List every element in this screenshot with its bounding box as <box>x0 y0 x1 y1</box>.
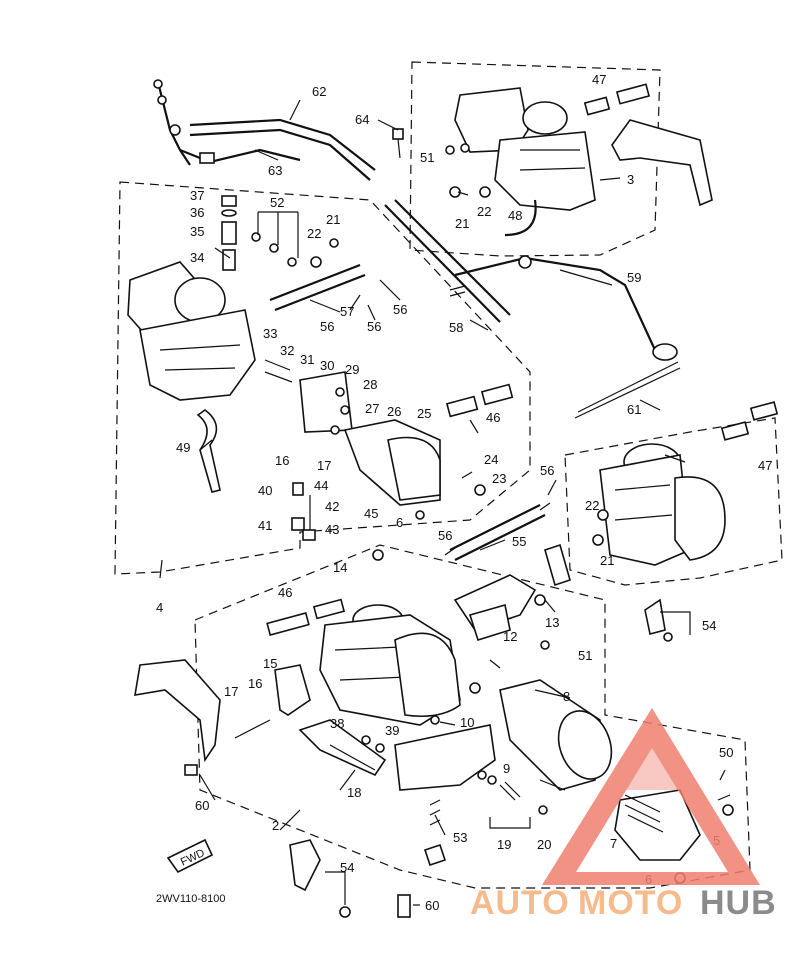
callout-15: 15 <box>263 656 277 671</box>
carburetor-middle-group <box>264 359 486 541</box>
callout-60: 60 <box>195 798 209 813</box>
callout-43: 43 <box>325 522 339 537</box>
callout-45: 45 <box>364 506 378 521</box>
callout-24: 24 <box>484 452 498 467</box>
callout-26: 26 <box>387 404 401 419</box>
callout-21: 21 <box>326 212 340 227</box>
callout-55: 55 <box>512 534 526 549</box>
fuel-hoses <box>153 79 376 181</box>
callout-6: 6 <box>396 515 403 530</box>
callout-7: 7 <box>610 836 617 851</box>
leader-lines <box>159 99 686 906</box>
watermark-auto: AUTO <box>470 884 570 922</box>
fwd-arrow-icon: FWD <box>166 838 214 874</box>
callout-12: 12 <box>503 629 517 644</box>
watermark-triangle-icon <box>542 708 760 885</box>
callout-20: 20 <box>537 837 551 852</box>
callout-17: 17 <box>224 684 238 699</box>
callout-46: 46 <box>486 410 500 425</box>
callout-56: 56 <box>367 319 381 334</box>
callout-21: 21 <box>600 553 614 568</box>
callout-29: 29 <box>345 362 359 377</box>
callout-31: 31 <box>300 352 314 367</box>
callout-23: 23 <box>492 471 506 486</box>
callout-35: 35 <box>190 224 204 239</box>
hose-pieces <box>266 383 779 636</box>
callout-10: 10 <box>460 715 474 730</box>
callout-22: 22 <box>477 204 491 219</box>
callout-41: 41 <box>258 518 272 533</box>
callout-44: 44 <box>314 478 328 493</box>
callout-39: 39 <box>385 723 399 738</box>
callout-19: 19 <box>497 837 511 852</box>
callout-30: 30 <box>320 358 334 373</box>
callout-4: 4 <box>156 600 163 615</box>
callout-48: 48 <box>508 208 522 223</box>
carburetor-top-right <box>392 87 596 237</box>
callout-56: 56 <box>540 463 554 478</box>
carburetor-left-top <box>127 195 339 493</box>
callout-56: 56 <box>393 302 407 317</box>
callout-28: 28 <box>363 377 377 392</box>
callout-37: 37 <box>190 188 204 203</box>
carburetor-lower <box>134 543 734 918</box>
callout-51: 51 <box>578 648 592 663</box>
callout-64: 64 <box>355 112 369 127</box>
callout-22: 22 <box>307 226 321 241</box>
callout-9: 9 <box>503 761 510 776</box>
callout-38: 38 <box>330 716 344 731</box>
callout-21: 21 <box>455 216 469 231</box>
callout-46: 46 <box>278 585 292 600</box>
callout-18: 18 <box>347 785 361 800</box>
callout-32: 32 <box>280 343 294 358</box>
callout-25: 25 <box>417 406 431 421</box>
callout-54: 54 <box>340 860 354 875</box>
callout-50: 50 <box>719 745 733 760</box>
callout-34: 34 <box>190 250 204 265</box>
callout-16: 16 <box>275 453 289 468</box>
watermark-moto: MOTO <box>578 884 683 922</box>
callout-56: 56 <box>438 528 452 543</box>
watermark-hub: HUB <box>700 884 777 922</box>
callout-8: 8 <box>563 689 570 704</box>
callout-27: 27 <box>365 401 379 416</box>
callout-57: 57 <box>340 304 354 319</box>
callout-3: 3 <box>627 172 634 187</box>
callout-40: 40 <box>258 483 272 498</box>
callout-13: 13 <box>545 615 559 630</box>
callout-33: 33 <box>263 326 277 341</box>
callout-63: 63 <box>268 163 282 178</box>
callout-60: 60 <box>425 898 439 913</box>
carburetor-right-middle <box>592 443 726 642</box>
callout-36: 36 <box>190 205 204 220</box>
callout-61: 61 <box>627 402 641 417</box>
callout-47: 47 <box>592 72 606 87</box>
callout-2: 2 <box>272 818 279 833</box>
callout-22: 22 <box>585 498 599 513</box>
linkage-bracket-top <box>583 83 713 207</box>
callout-14: 14 <box>333 560 347 575</box>
callout-53: 53 <box>453 830 467 845</box>
callout-59: 59 <box>627 270 641 285</box>
rod-55 <box>444 502 551 561</box>
callout-labels: 62 63 64 47 51 3 22 48 21 37 36 35 34 52… <box>156 72 772 913</box>
diagram-code: 2WV110-8100 <box>156 893 226 905</box>
callout-17: 17 <box>317 458 331 473</box>
callout-47: 47 <box>758 458 772 473</box>
callout-16: 16 <box>248 676 262 691</box>
callout-58: 58 <box>449 320 463 335</box>
callout-62: 62 <box>312 84 326 99</box>
callout-54: 54 <box>702 618 716 633</box>
connecting-rods <box>269 199 681 419</box>
callout-52: 52 <box>270 195 284 210</box>
callout-42: 42 <box>325 499 339 514</box>
callout-56: 56 <box>320 319 334 334</box>
callout-49: 49 <box>176 440 190 455</box>
callout-51: 51 <box>420 150 434 165</box>
automotohub-watermark: AUTO MOTO HUB <box>470 708 777 922</box>
